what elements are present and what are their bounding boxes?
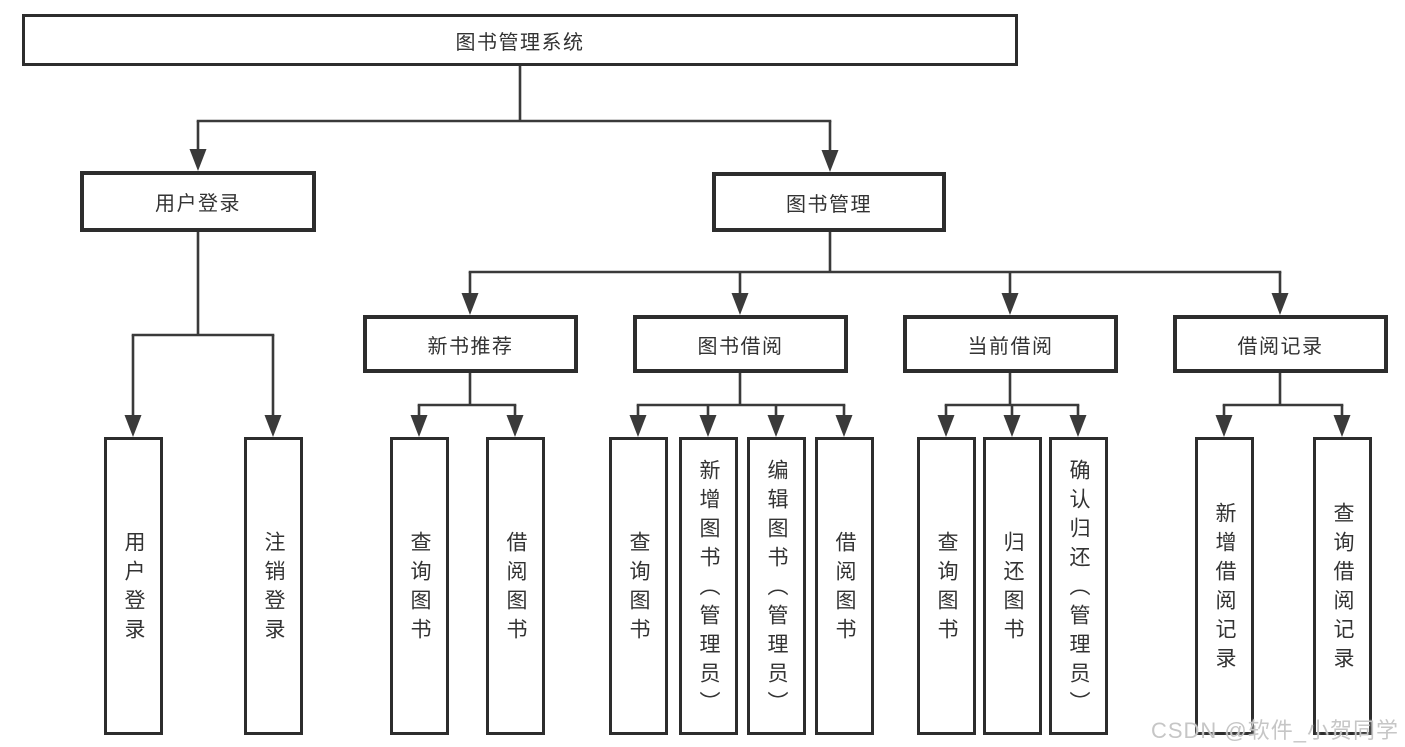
node-query-books-newbook: 查询图书 — [390, 437, 449, 735]
arrowheads — [124, 121, 1351, 437]
node-query-books-borrowing: 查询图书 — [609, 437, 668, 735]
node-edit-books-admin: 编辑图书（管理员） — [747, 437, 806, 735]
node-borrowing-records: 借阅记录 — [1173, 315, 1388, 373]
node-user-login-branch: 用户登录 — [80, 171, 316, 232]
node-query-borrow-record: 查询借阅记录 — [1313, 437, 1372, 735]
node-library-management-system: 图书管理系统 — [22, 14, 1018, 66]
node-add-books-admin: 新增图书（管理员） — [679, 437, 738, 735]
node-borrow-books-newbook: 借阅图书 — [486, 437, 545, 735]
node-user-login: 用户登录 — [104, 437, 163, 735]
csdn-watermark: CSDN @软件_小贺同学 — [1150, 718, 1399, 743]
node-add-borrow-record: 新增借阅记录 — [1195, 437, 1254, 735]
node-return-books: 归还图书 — [983, 437, 1042, 735]
node-confirm-return-admin: 确认归还（管理员） — [1049, 437, 1108, 735]
node-current-borrowing: 当前借阅 — [903, 315, 1118, 373]
node-logout-login: 注销登录 — [244, 437, 303, 735]
node-new-book-recommendation: 新书推荐 — [363, 315, 578, 373]
node-query-books-current: 查询图书 — [917, 437, 976, 735]
node-book-borrowing: 图书借阅 — [633, 315, 848, 373]
node-book-management-branch: 图书管理 — [712, 172, 946, 232]
node-borrow-books-borrowing: 借阅图书 — [815, 437, 874, 735]
